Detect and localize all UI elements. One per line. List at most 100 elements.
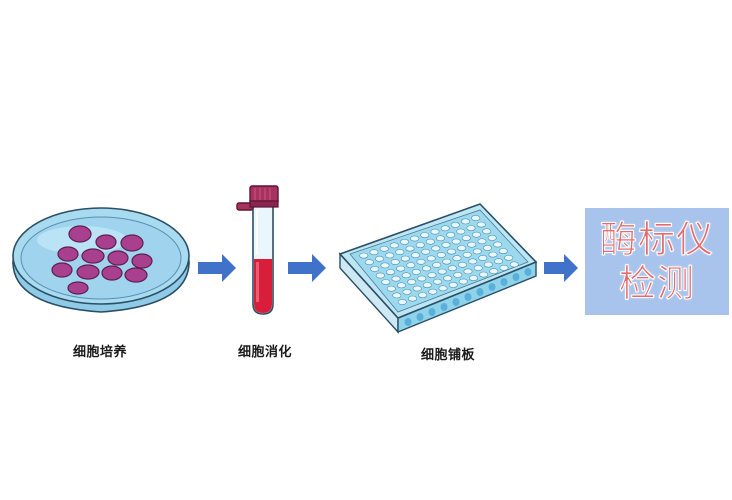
well <box>461 235 471 241</box>
well <box>410 252 420 259</box>
cell <box>76 264 100 280</box>
well <box>476 221 486 228</box>
well <box>391 275 401 282</box>
well <box>406 262 416 269</box>
microplate-reader-detection-box: 酶标仪 检测 <box>585 208 729 315</box>
cell <box>107 250 129 266</box>
well <box>509 261 519 268</box>
well-grid <box>359 215 519 305</box>
well <box>390 259 400 265</box>
well <box>425 238 435 245</box>
well <box>446 231 456 238</box>
well <box>380 262 390 269</box>
cell-cluster <box>51 225 153 295</box>
well <box>440 225 450 232</box>
well <box>420 232 430 238</box>
well <box>458 278 468 285</box>
well <box>364 259 374 266</box>
well <box>370 265 380 272</box>
well <box>401 272 411 279</box>
well <box>450 221 460 228</box>
well <box>386 285 396 292</box>
well <box>405 245 415 252</box>
well <box>385 252 395 259</box>
well <box>402 288 412 295</box>
well <box>395 249 405 255</box>
well <box>498 248 508 254</box>
well <box>432 262 442 268</box>
cell <box>124 267 148 283</box>
well <box>412 285 422 292</box>
well <box>462 251 472 258</box>
well-plate-icon <box>338 203 538 334</box>
well <box>415 242 425 248</box>
cell <box>51 262 73 278</box>
well <box>477 238 487 245</box>
well <box>499 264 509 271</box>
well <box>456 228 466 235</box>
well <box>381 279 391 285</box>
cell <box>81 248 105 264</box>
well <box>436 252 446 258</box>
well <box>417 275 427 282</box>
well <box>460 218 470 225</box>
well <box>359 252 369 259</box>
well <box>489 268 499 275</box>
well <box>457 245 467 251</box>
well <box>428 288 438 295</box>
well <box>411 268 421 275</box>
well <box>472 248 482 255</box>
well <box>399 238 409 245</box>
well <box>468 275 478 281</box>
cell <box>67 281 89 295</box>
well <box>426 255 436 262</box>
step-label-cell-digestion: 细胞消化 <box>237 345 292 360</box>
well <box>437 268 447 275</box>
step-label-cell-culture: 细胞培养 <box>72 345 127 360</box>
well <box>504 254 514 261</box>
test-tube-icon <box>236 185 279 315</box>
well <box>375 272 385 279</box>
well <box>400 255 410 262</box>
well <box>435 235 445 242</box>
well <box>418 292 428 298</box>
well <box>451 238 461 245</box>
well <box>479 271 489 278</box>
well <box>488 251 498 258</box>
well <box>379 245 389 252</box>
cell <box>120 234 144 252</box>
well <box>471 215 481 221</box>
cell <box>57 246 79 262</box>
well <box>452 255 462 262</box>
well <box>397 299 407 305</box>
well <box>385 269 395 275</box>
well <box>442 258 452 265</box>
well <box>467 241 477 248</box>
well <box>482 228 492 235</box>
well <box>422 282 432 288</box>
well <box>448 281 458 288</box>
well <box>396 282 406 289</box>
step-label-cell-plating: 细胞铺板 <box>420 348 475 363</box>
well <box>493 241 503 248</box>
well <box>463 268 473 275</box>
reader-title-line-2: 检测 <box>619 261 695 305</box>
well <box>407 295 417 302</box>
cell <box>101 265 123 281</box>
well <box>468 258 478 265</box>
well <box>431 245 441 252</box>
well <box>483 261 493 268</box>
well <box>453 271 463 278</box>
well <box>438 285 448 292</box>
well <box>487 234 497 241</box>
arrow-right-icon <box>544 254 578 282</box>
well <box>441 241 451 248</box>
well <box>471 231 481 238</box>
well <box>427 272 437 278</box>
arrow-right-icon <box>198 254 236 282</box>
well <box>447 265 457 272</box>
cell <box>68 225 92 243</box>
well <box>407 278 417 285</box>
